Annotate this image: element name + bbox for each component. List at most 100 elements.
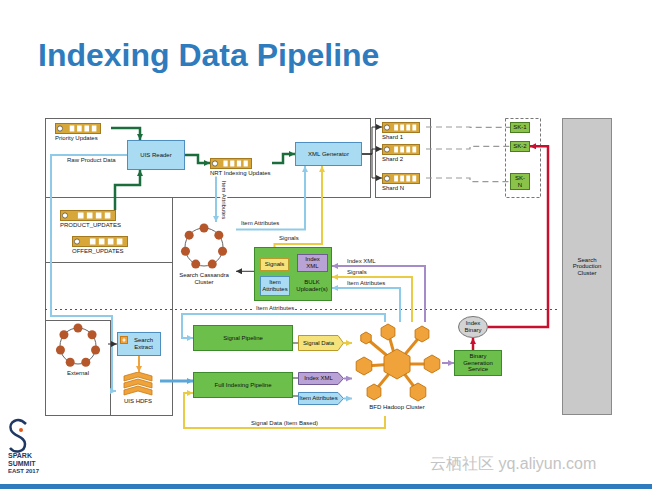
queue-slot — [406, 147, 410, 153]
process-box: Full Indexing Pipeline — [193, 372, 293, 398]
process-box: XML Generator — [295, 142, 362, 166]
queue-body — [61, 211, 116, 221]
text-wrap: Shard 2 — [382, 155, 403, 163]
ellipse-shape — [459, 317, 488, 338]
connector — [138, 356, 140, 372]
connector — [51, 155, 127, 391]
text-wrap: SK-N — [513, 175, 527, 188]
process-box: Item Attributes — [260, 276, 290, 296]
queue-slot — [406, 176, 410, 182]
node-text: Index XML — [300, 256, 325, 269]
node-text: Signal Pipeline — [223, 335, 263, 342]
queue-gear — [74, 239, 79, 244]
cluster-ring: External — [48, 322, 108, 394]
data-arrow-shape: Item Attributes — [298, 392, 344, 405]
process-box: UIS Reader — [127, 140, 185, 170]
node-text: Index XML — [304, 375, 333, 382]
queue-body — [383, 123, 420, 133]
ring-node — [181, 247, 190, 256]
queue-body — [56, 124, 101, 134]
queue-body — [73, 237, 128, 247]
hdfs-layer — [124, 386, 152, 395]
text-wrap: XML Generator — [308, 151, 349, 158]
queue-slot — [412, 176, 416, 182]
text-wrap: Shard N — [382, 184, 404, 192]
hadoop-node — [410, 383, 426, 401]
edge-label: Item Attributes — [346, 280, 386, 287]
ring-node — [214, 231, 223, 240]
queue-slot — [108, 239, 114, 245]
text-wrap: SK-2 — [513, 143, 526, 150]
queue-slot — [230, 161, 234, 167]
queue-icon — [210, 158, 252, 169]
connector — [115, 170, 140, 210]
ring-node — [185, 231, 194, 240]
edge-label: Raw Product Data — [66, 157, 117, 164]
text-wrap: Full Indexing Pipeline — [214, 382, 271, 389]
queue-slot — [394, 125, 398, 131]
node-text: OFFER_UPDATES — [72, 248, 124, 255]
queue-slot — [237, 161, 241, 167]
extract-icon-body — [121, 337, 128, 344]
queue-slot — [400, 125, 404, 131]
queue-gear — [212, 161, 217, 166]
slide-title: Indexing Data Pipeline — [38, 37, 379, 74]
message-queue: OFFER_UPDATES — [72, 236, 134, 255]
queue-slot — [400, 176, 404, 182]
text-wrap: Item Attributes — [299, 395, 342, 402]
connector — [185, 155, 210, 163]
connector — [184, 393, 385, 428]
ring-node — [191, 260, 200, 269]
cassandra-ring — [179, 222, 229, 272]
node-text: Shard 2 — [382, 156, 403, 163]
node-text: Shard 1 — [382, 134, 403, 141]
process-box: SK-2 — [510, 141, 530, 152]
text-wrap: Search Extract — [129, 337, 158, 350]
arrow-shape — [299, 336, 344, 351]
edge-label: Signal Data (Item Based) — [250, 420, 319, 427]
connector — [344, 342, 352, 344]
connector — [362, 149, 382, 154]
queue-slot — [223, 161, 227, 167]
connector — [426, 146, 510, 149]
process-box: Signals — [260, 258, 289, 271]
queue-gear — [384, 176, 389, 181]
process-box: Search Production Cluster — [562, 118, 612, 415]
queue-gear — [62, 213, 67, 218]
region-outline — [46, 198, 173, 263]
queue-gear — [57, 126, 62, 131]
text-wrap: Item Attributes — [262, 279, 287, 292]
spark-logo — [10, 420, 26, 451]
logo-text: SUMMIT — [8, 460, 36, 468]
process-box: SK-1 — [510, 122, 530, 133]
connector — [215, 177, 217, 222]
node-text: Index Binary — [458, 320, 488, 333]
text-wrap: Signal Pipeline — [223, 335, 263, 342]
process-box: Signal Pipeline — [193, 325, 293, 351]
text-wrap: Signals — [265, 261, 285, 268]
arrow-shape — [299, 393, 344, 405]
queue-slot — [99, 239, 105, 245]
node-text: Search Cassandra Cluster — [172, 272, 236, 285]
ring-node — [56, 346, 65, 355]
text-wrap: NRT Indexing Updates — [210, 169, 270, 177]
connector — [488, 146, 548, 327]
connector — [362, 154, 382, 178]
queue-slot — [394, 147, 398, 153]
arrow-shape — [299, 373, 344, 385]
queue-slot — [412, 147, 416, 153]
region-outline — [46, 321, 111, 416]
connector — [236, 271, 254, 272]
sk-region — [506, 119, 541, 198]
connector — [160, 380, 193, 383]
edge-label: Item Attributes — [221, 180, 228, 220]
text-wrap: Index XML — [300, 256, 325, 269]
queue-slot — [77, 126, 82, 132]
queue-slot — [96, 213, 102, 219]
node-text: Search Production Cluster — [565, 257, 609, 277]
ring-node — [208, 260, 217, 269]
connector — [332, 277, 412, 322]
node-text: UIS HDFS — [124, 398, 152, 405]
text-wrap: BFD Hadoop Cluster — [369, 404, 424, 411]
